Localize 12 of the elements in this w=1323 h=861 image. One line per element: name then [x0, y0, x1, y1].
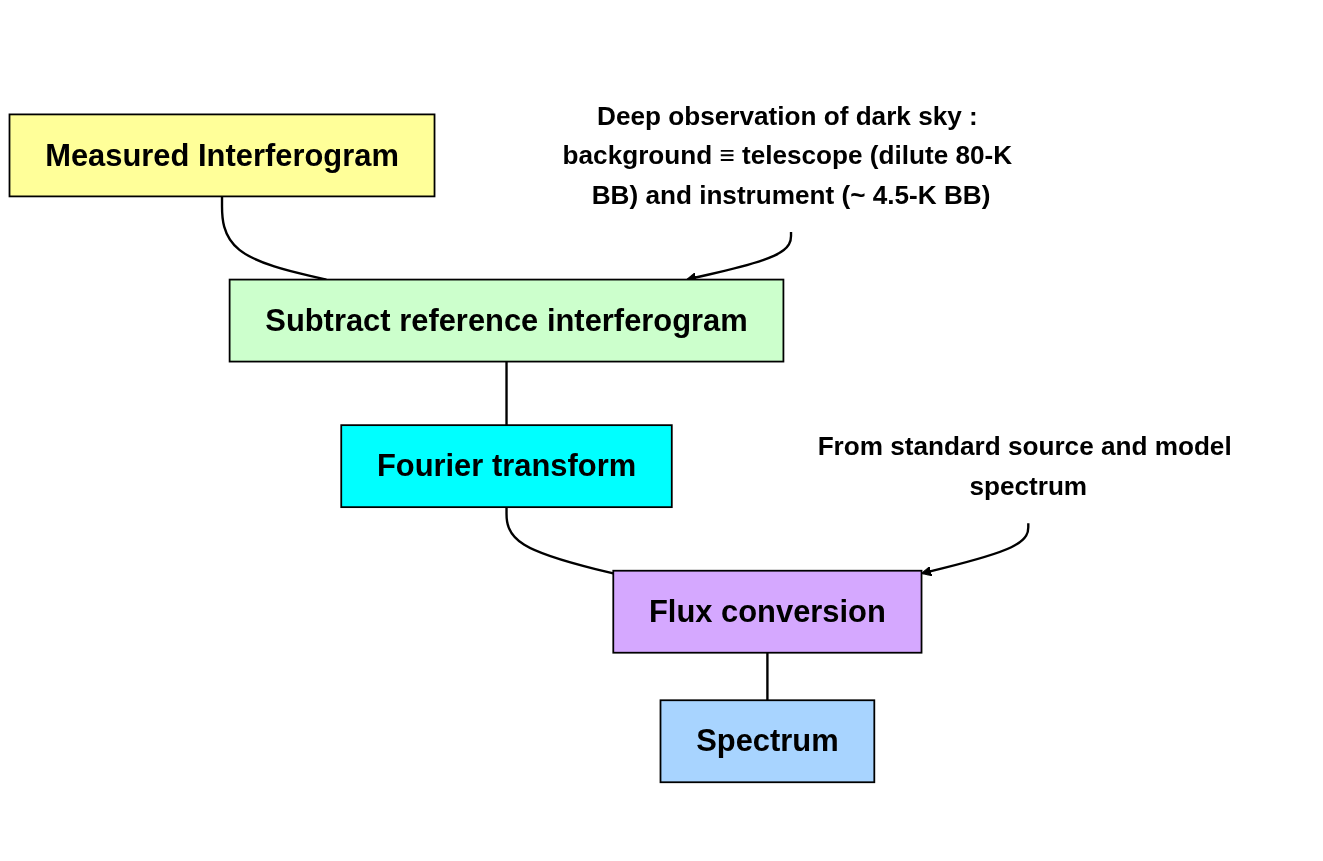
arrow [921, 523, 1030, 577]
node-box: Fourier transform [340, 424, 673, 509]
node-box: Measured Interferogram [8, 113, 436, 198]
connector [505, 507, 614, 575]
node-box: Subtract reference interferogram [228, 278, 785, 363]
node-text: From standard source and model spectrum [817, 431, 1232, 501]
connector [220, 196, 327, 281]
node-box: Flux conversion [612, 569, 923, 654]
node-box: Spectrum [659, 699, 876, 784]
connector [766, 652, 769, 701]
node-text: Deep observation of dark sky : background ≡ telescope (dilute 80-K BB) and instrument (~ 4.5-K BB) [562, 101, 1013, 210]
connector [505, 361, 508, 426]
